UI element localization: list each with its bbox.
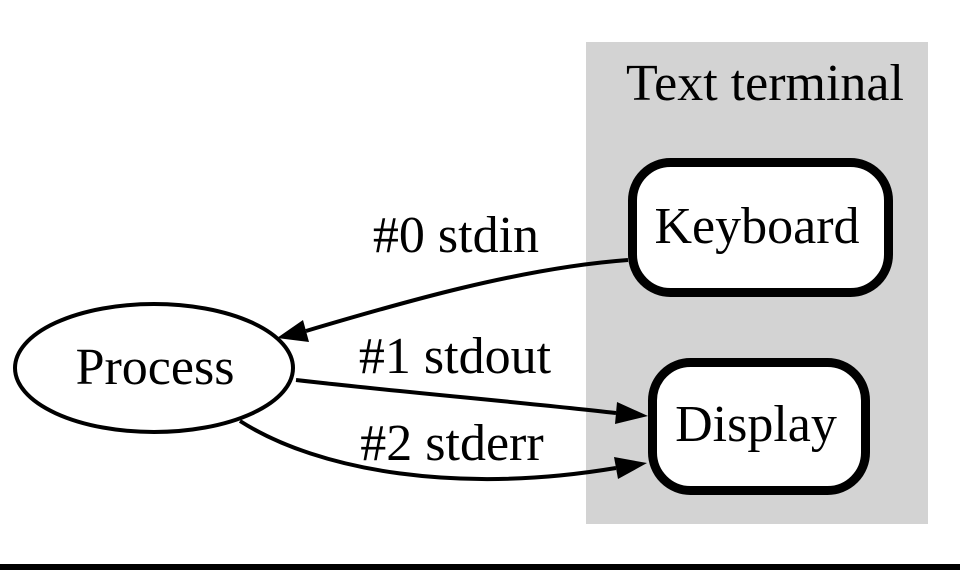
stdin-edge-line — [305, 258, 629, 333]
bottom-rule — [0, 564, 960, 570]
stderr-edge-label: #2 stderr — [360, 415, 543, 472]
stdout-arrowhead-icon — [615, 402, 648, 424]
process-node — [13, 302, 295, 434]
display-node-label: Display — [675, 396, 837, 453]
process-node-label: Process — [76, 339, 235, 396]
stderr-arrowhead-icon — [614, 457, 647, 479]
text-terminal-label: Text terminal — [626, 55, 904, 112]
stdout-edge-line — [295, 378, 617, 415]
stderr-edge-line — [238, 419, 617, 481]
keyboard-node — [628, 158, 893, 297]
keyboard-node-label: Keyboard — [654, 198, 859, 255]
stdin-arrowhead-icon — [277, 320, 309, 342]
display-node — [648, 358, 870, 495]
stdout-edge-label: #1 stdout — [359, 328, 552, 385]
stdin-edge-label: #0 stdin — [373, 207, 539, 264]
